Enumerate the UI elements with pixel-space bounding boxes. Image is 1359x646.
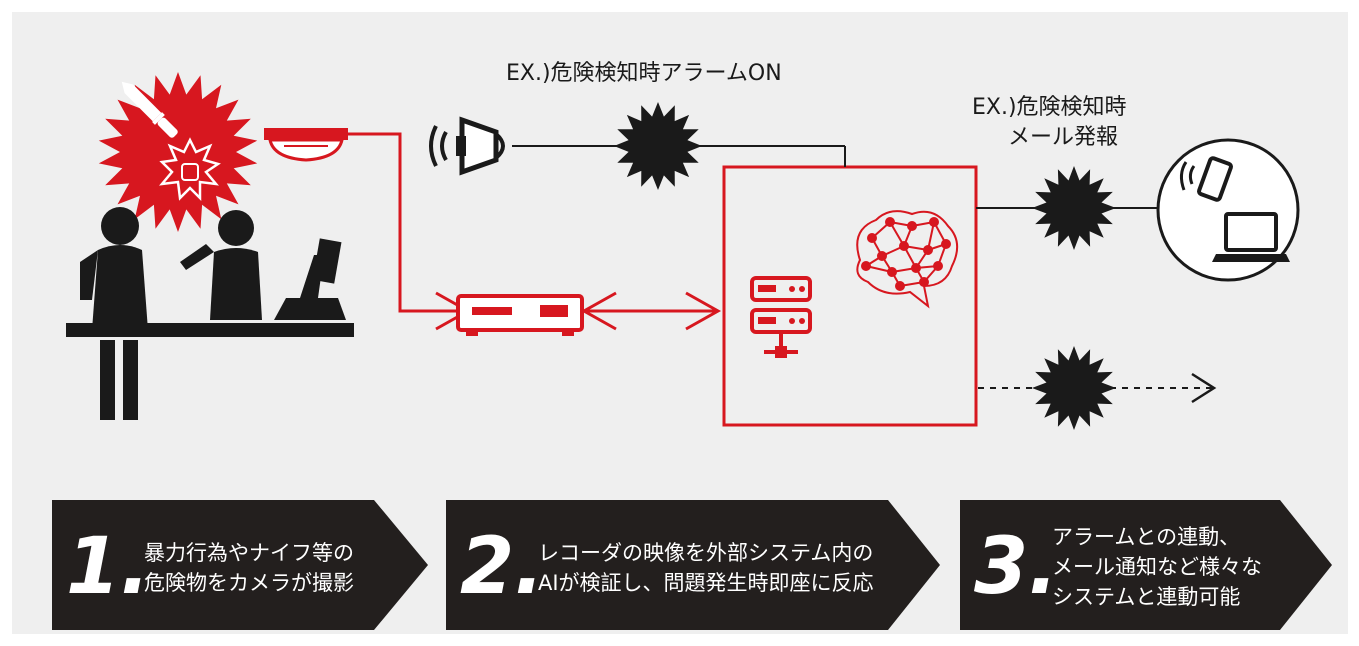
speaker-icon [429,116,505,176]
brain-node [907,221,917,231]
brain-node [933,261,943,271]
camera-icon [264,128,348,162]
brain-node [911,263,921,273]
step-3: 3. アラームとの連動、 メール通知など様々な システムと連動可能 [960,500,1332,630]
system-box [722,165,978,427]
smartphone-icon [1179,156,1233,202]
brain-node [867,233,877,243]
step-2-line1: レコーダの映像を外部システム内の [538,541,874,565]
brain-node [899,241,909,251]
server-icon [750,276,812,358]
brain-node [877,251,887,261]
recorder-icon [456,294,584,336]
brain-node [885,217,895,227]
step-3-number: 3. [974,522,1058,612]
knife-icon [121,81,178,138]
step-1: 1. 暴力行為やナイフ等の 危険物をカメラが撮影 [52,500,428,630]
step-2-line2: AIが検証し、問題発生時即座に反応 [538,571,874,595]
alarm-label: EX.)危険検知時アラームON [506,61,782,86]
devices-circle [1156,138,1300,282]
brain-node [919,277,929,287]
laptop-icon [1212,212,1290,262]
brain-node [941,239,951,249]
mail-label-line2: メール発報 [1008,125,1119,150]
fist-icon [159,137,221,202]
brain-node [923,245,933,255]
step-2: 2. レコーダの映像を外部システム内の AIが検証し、問題発生時即座に反応 [446,500,940,630]
alarm-burst-icon [614,102,702,190]
step-1-line1: 暴力行為やナイフ等の [144,541,354,565]
step-1-line2: 危険物をカメラが撮影 [144,571,354,595]
brain-node [887,267,897,277]
brain-node [861,261,871,271]
brain-node [895,281,905,291]
step-3-line2: メール通知など様々な [1052,555,1262,579]
danger-burst [98,72,258,232]
ai-brain-icon [856,210,959,309]
step-2-number: 2. [460,522,544,612]
step-3-line1: アラームとの連動、 [1052,525,1241,549]
step-3-line3: システムと連動可能 [1052,585,1241,609]
brain-node [929,217,939,227]
mail-label-line1: EX.)危険検知時 [972,95,1127,120]
people-icon [66,207,354,420]
step-1-number: 1. [66,522,150,612]
